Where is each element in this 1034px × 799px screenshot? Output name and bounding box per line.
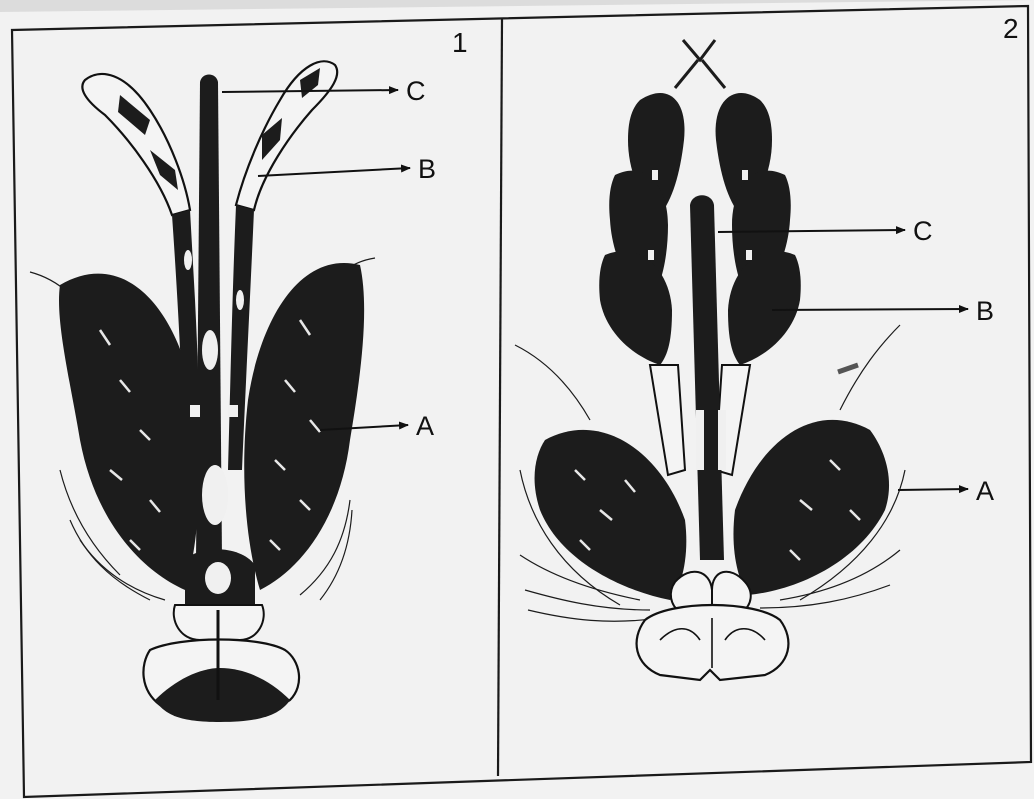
- panel-1-label-c: C: [406, 76, 426, 106]
- panel-2-number: 2: [1003, 13, 1019, 44]
- panel-1-number: 1: [452, 27, 468, 58]
- panel-2-label-c: C: [913, 216, 933, 246]
- panel-2-arrow-b: [772, 309, 968, 310]
- panel-2-label-b: B: [976, 296, 994, 326]
- panel-1-label-a: A: [416, 411, 434, 441]
- panel-1-label-b: B: [418, 154, 436, 184]
- panel-2-arrow-a: [898, 489, 968, 490]
- panel-2-label-a: A: [976, 476, 994, 506]
